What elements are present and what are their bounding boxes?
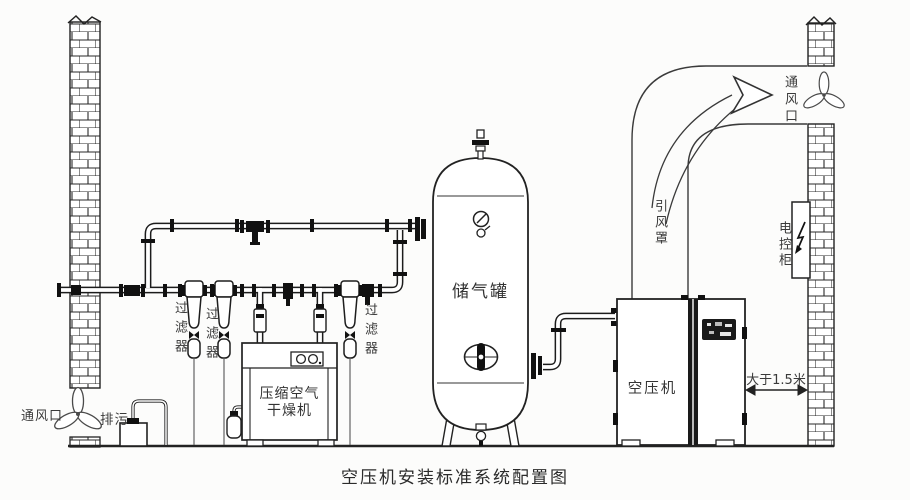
air-filter-3 <box>337 280 363 445</box>
cabinet-label: 电控柜 <box>776 221 791 269</box>
airflow-arrow-icon <box>651 75 774 225</box>
electrical-cabinet <box>791 201 811 279</box>
air-dryer <box>226 342 338 447</box>
air-storage-tank <box>432 129 529 447</box>
air-compressor <box>613 295 747 447</box>
duct-hood-label: 引风罩 <box>652 199 667 247</box>
dryer-label-line1: 压缩空气 <box>259 386 320 402</box>
air-filter-2 <box>211 280 237 445</box>
filter-label-1: 过滤器 <box>172 301 187 358</box>
vent-left-label: 通风口 <box>21 409 64 424</box>
filter-label-3: 过滤器 <box>362 303 377 360</box>
diagram-title: 空压机安装标准系统配置图 <box>341 468 569 488</box>
compressor-label: 空压机 <box>627 381 678 397</box>
filter-label-2: 过滤器 <box>203 307 218 364</box>
pressure-gauge-icon <box>472 210 491 238</box>
fan-icon-right <box>803 71 845 109</box>
clearance-arrow <box>744 384 809 396</box>
air-filter-1 <box>181 280 207 445</box>
lightning-icon <box>795 221 806 254</box>
drain-tank <box>119 418 148 447</box>
tank-label: 储气罐 <box>452 282 509 302</box>
compressor-control-panel <box>702 319 736 340</box>
fan-icon-left <box>54 386 102 430</box>
dryer-label: 压缩空气 干燥机 <box>242 386 337 420</box>
tank-drain-valve-icon <box>475 423 487 446</box>
left-brick-wall <box>67 15 102 448</box>
manhole-icon <box>463 343 499 371</box>
piping <box>60 222 615 445</box>
dryer-control-panel <box>290 351 324 367</box>
clearance-label: 大于1.5米 <box>746 373 806 388</box>
dryer-label-line2: 干燥机 <box>267 403 312 419</box>
safety-valve-icon <box>472 129 489 160</box>
drain-label: 排污 <box>100 412 129 428</box>
right-brick-wall <box>805 16 837 447</box>
vent-right-label: 通风口 <box>782 75 797 126</box>
dryer-inlet-fittings <box>253 304 327 333</box>
dryer-moisture-separator <box>226 411 242 439</box>
